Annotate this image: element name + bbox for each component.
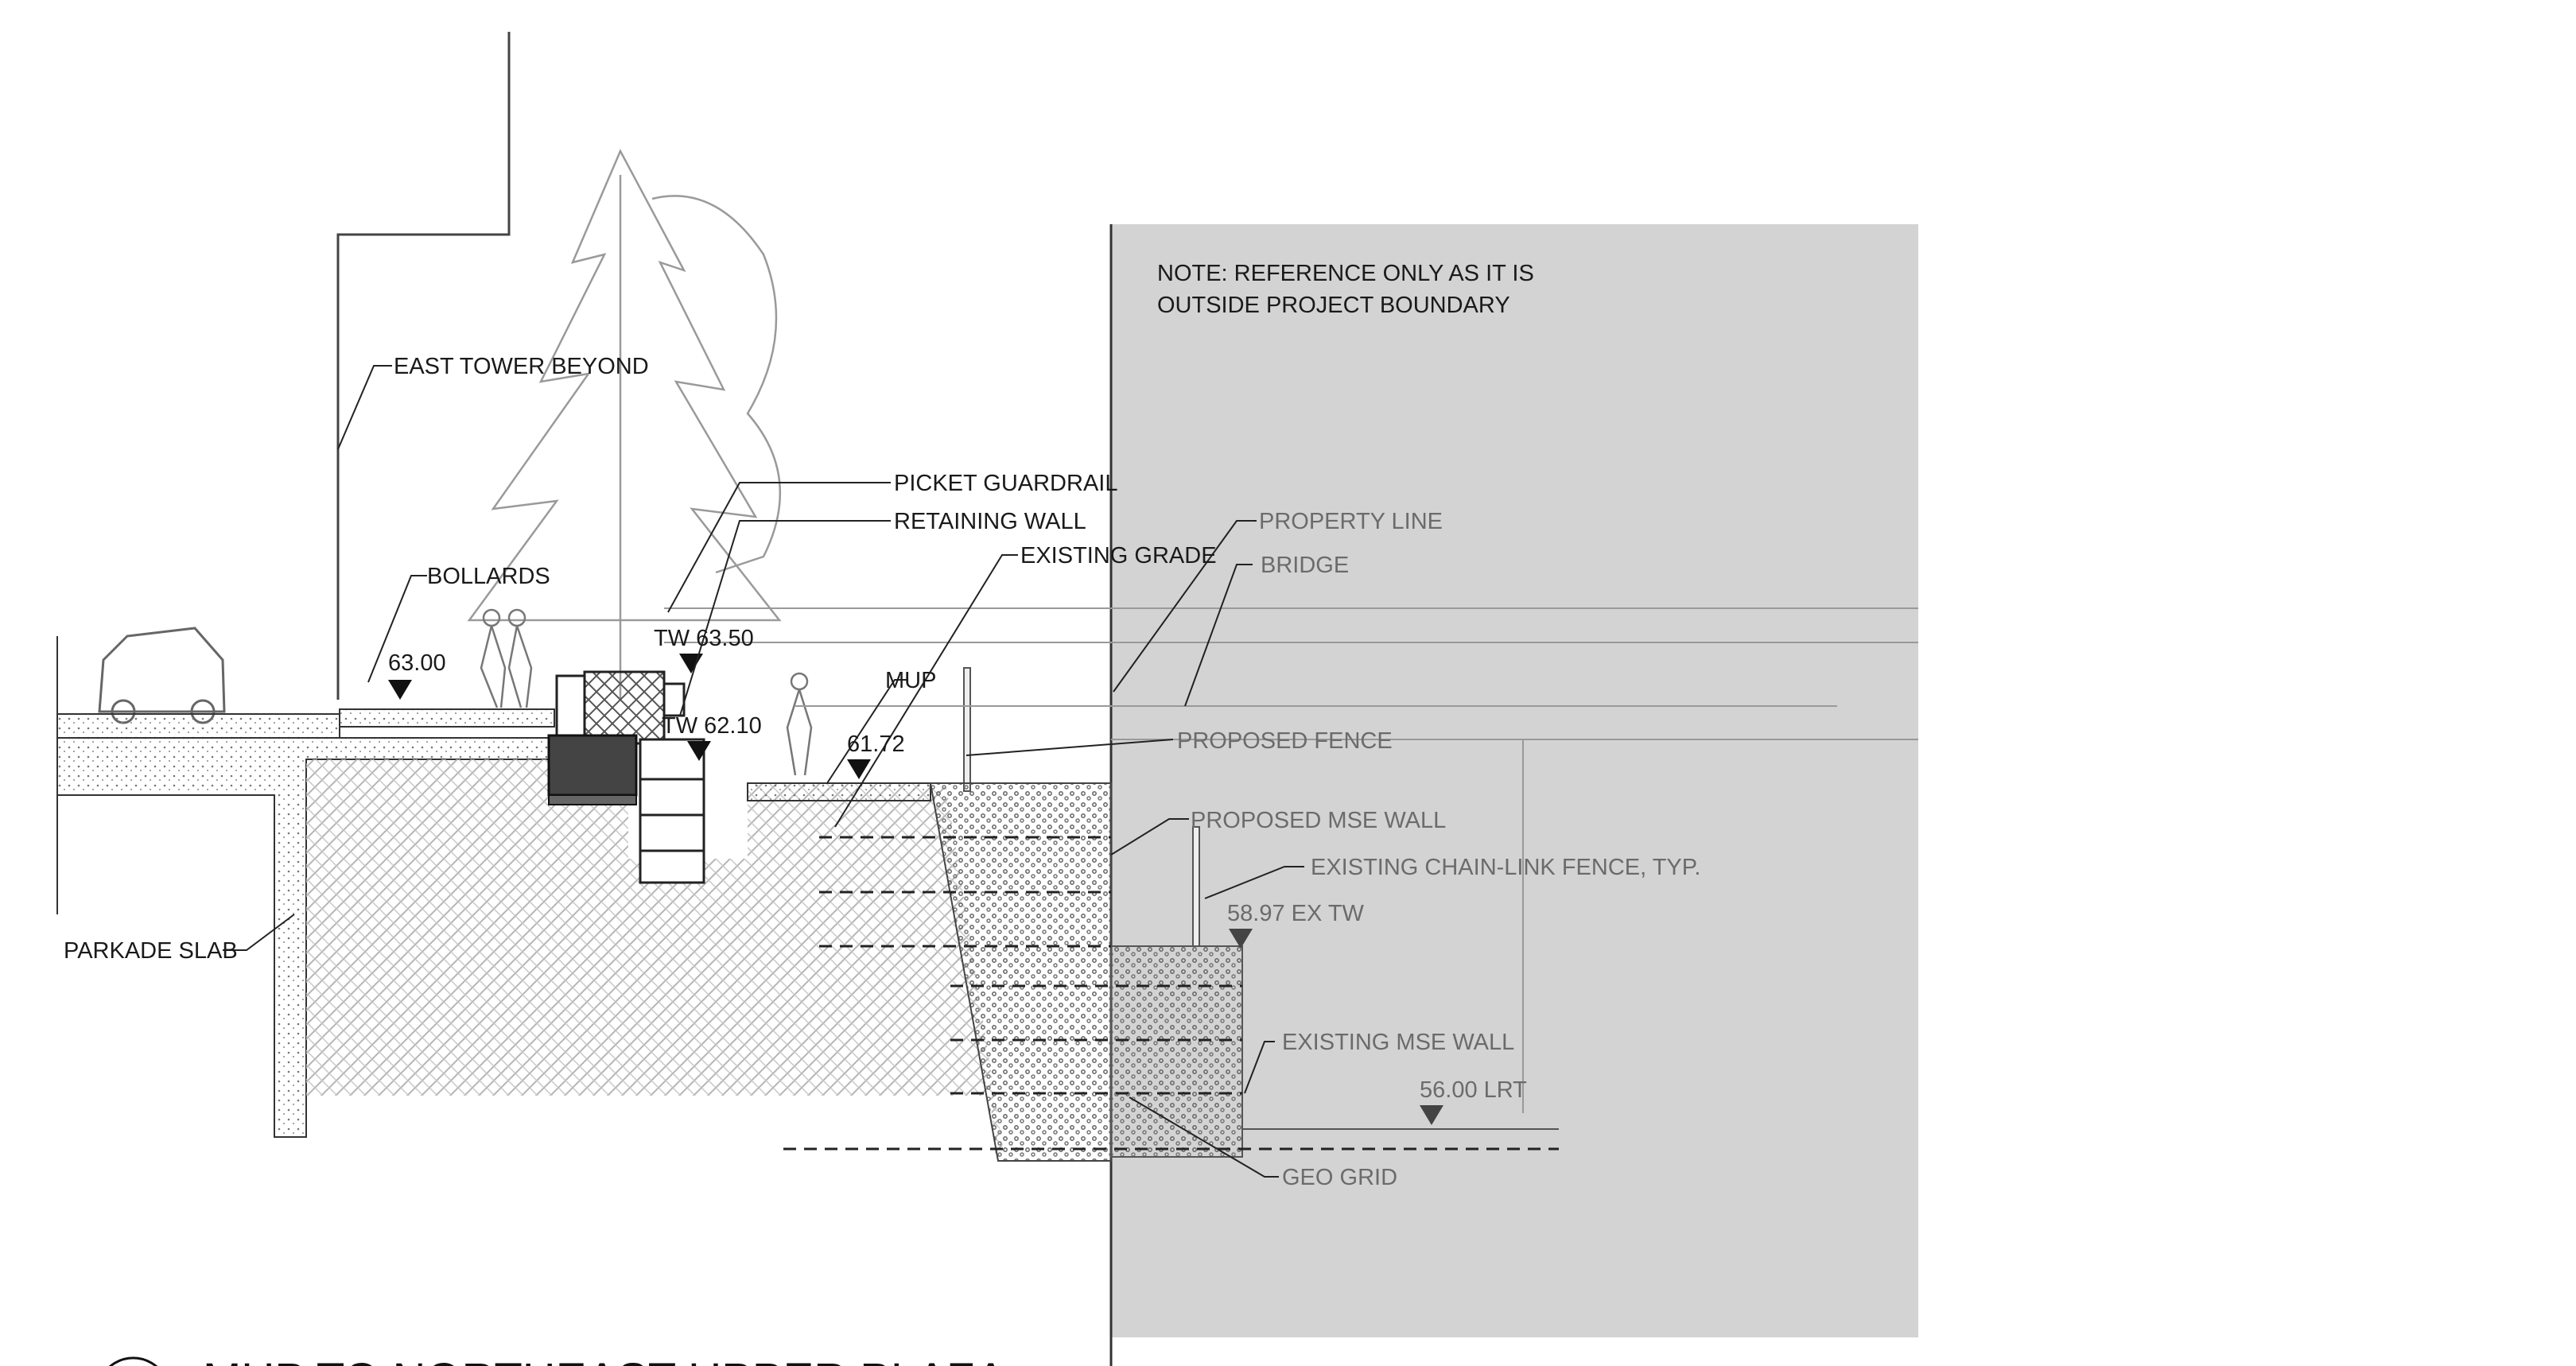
proposed-mse-wall <box>929 782 1112 1162</box>
leader-lines <box>223 365 1304 1178</box>
label-geo-grid: GEO GRID <box>1282 1165 1397 1190</box>
label-property-line: PROPERTY LINE <box>1259 509 1443 534</box>
chain-link-fence-post <box>1192 826 1200 947</box>
note-line-2: OUTSIDE PROJECT BOUNDARY <box>1157 293 1510 318</box>
label-mup: MUP <box>885 668 936 693</box>
label-existing-grade: EXISTING GRADE <box>1020 543 1217 569</box>
retaining-wall-lower <box>639 682 705 884</box>
elevation-tw-63-50: TW 63.50 <box>654 626 754 651</box>
outside-boundary-area <box>1111 224 1918 1337</box>
geo-grid-lines <box>783 836 1559 1151</box>
pedestrian-icon <box>480 608 813 776</box>
elevation-ex-tw: 58.97 EX TW <box>1227 901 1365 926</box>
elevation-markers <box>388 654 1443 1125</box>
label-picket-guardrail: PICKET GUARDRAIL <box>894 471 1117 496</box>
label-retaining-wall: RETAINING WALL <box>894 509 1086 534</box>
label-proposed-fence: PROPOSED FENCE <box>1177 728 1393 754</box>
drawing-title: MUP TO NORTHEAST UPPER PLAZA <box>203 1354 1006 1366</box>
label-proposed-mse-wall: PROPOSED MSE WALL <box>1191 808 1446 833</box>
road-surface <box>56 713 340 739</box>
label-east-tower: EAST TOWER BEYOND <box>394 354 649 379</box>
note-line-1: NOTE: REFERENCE ONLY AS IT IS <box>1157 261 1534 286</box>
label-parkade-slab: PARKADE SLAB <box>64 938 238 964</box>
title-marker-icon <box>108 1356 158 1366</box>
east-tower-outline <box>336 32 511 700</box>
label-existing-chain-link: EXISTING CHAIN-LINK FENCE, TYP. <box>1311 855 1700 880</box>
elevation-61-72: 61.72 <box>847 732 905 757</box>
tree-icon <box>467 149 782 700</box>
proposed-fence-post <box>963 667 971 792</box>
plaza-paving <box>339 708 555 728</box>
elevation-lrt: 56.00 LRT <box>1420 1077 1527 1103</box>
elevation-tw-62-10: TW 62.10 <box>662 713 762 739</box>
retaining-wall-upper <box>547 670 666 805</box>
label-bridge: BRIDGE <box>1261 553 1349 578</box>
mup-slab <box>747 782 931 801</box>
elevation-63-00: 63.00 <box>388 650 446 676</box>
label-bollards: BOLLARDS <box>427 564 550 589</box>
car-icon <box>98 627 226 724</box>
label-existing-mse-wall: EXISTING MSE WALL <box>1282 1030 1514 1055</box>
bridge-rail <box>664 607 1918 1113</box>
fill-soil <box>306 759 1004 1161</box>
